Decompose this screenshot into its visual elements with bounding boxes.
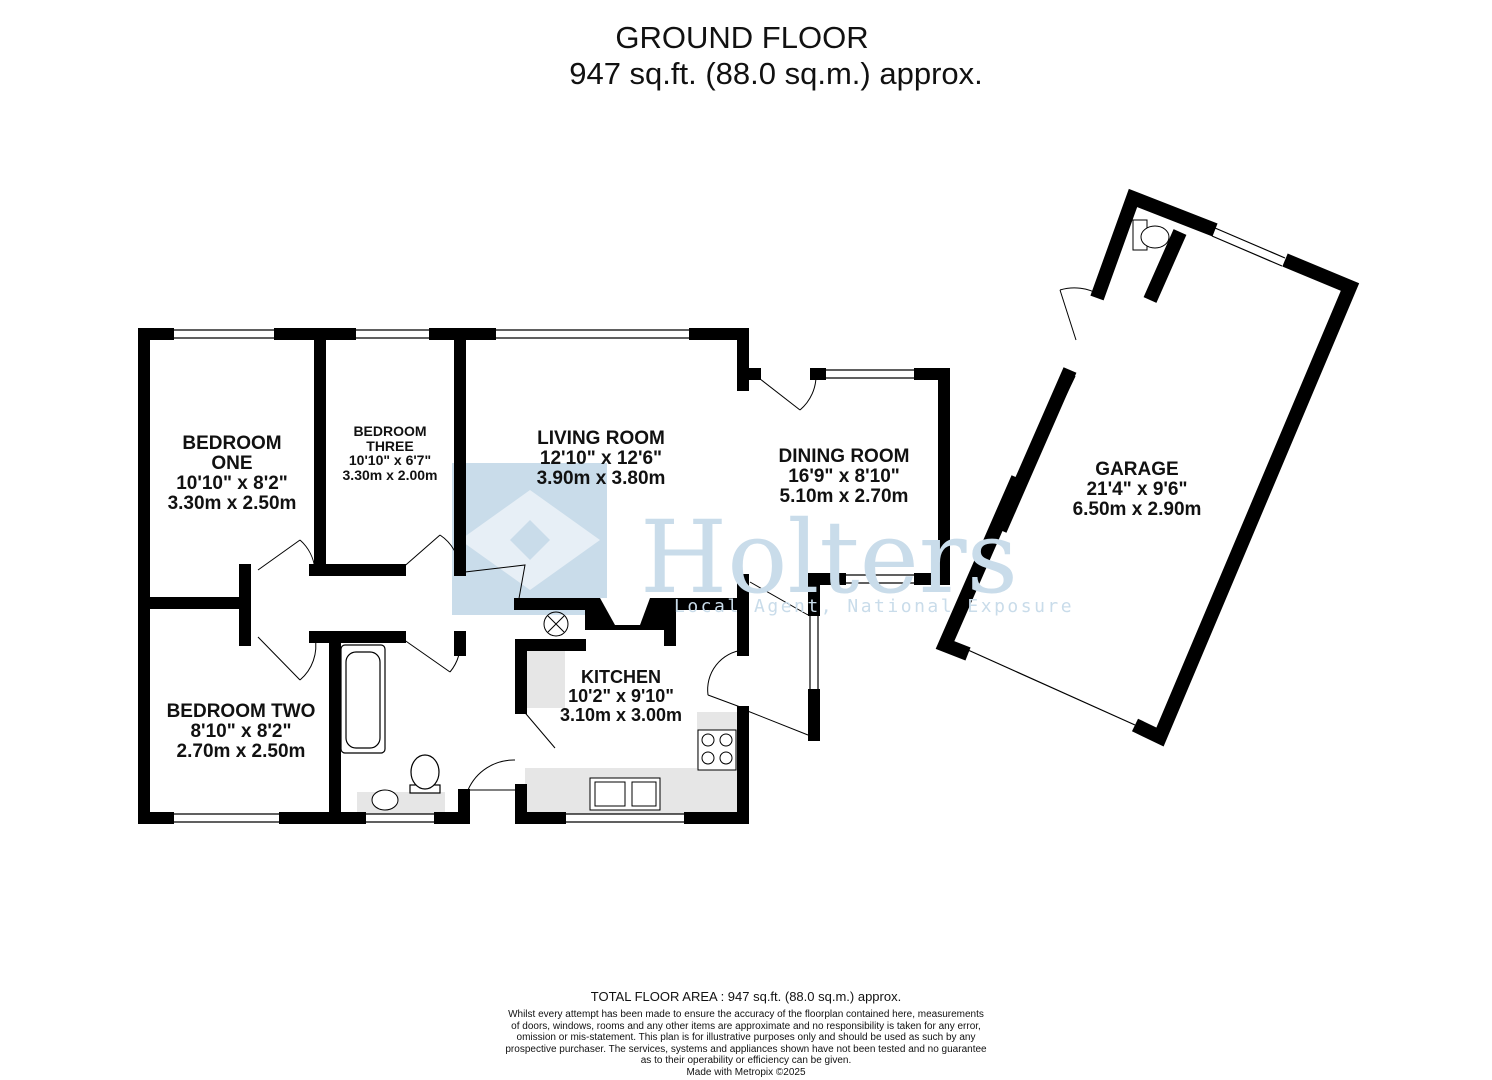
disclaimer-line: as to their operability or efficiency ca…: [640, 1055, 852, 1067]
disclaimer-line: prospective purchaser. The services, sys…: [505, 1043, 987, 1055]
hob-icon: [697, 729, 737, 771]
garage-door: [1059, 287, 1101, 341]
floor-area: 947 sq.ft. (88.0 sq.m.) approx.: [569, 56, 983, 91]
credit: Made with Metropix ©2025: [686, 1066, 806, 1078]
doors: [257, 373, 817, 791]
floor-title: GROUND FLOOR: [615, 20, 869, 55]
toilet-icon: [409, 754, 441, 794]
watermark-brand: Holters: [640, 499, 1018, 616]
walls: [138, 328, 950, 824]
watermark-tagline: Local Agent, National Exposure: [674, 596, 1074, 617]
disclaimer: Whilst every attempt has been made to en…: [0, 1009, 1492, 1079]
garage-walls: [935, 188, 1360, 747]
total-floor-area: TOTAL FLOOR AREA : 947 sq.ft. (88.0 sq.m…: [590, 989, 902, 1004]
disclaimer-line: of doors, windows, rooms and any other i…: [511, 1020, 981, 1032]
basin-icon: [371, 789, 399, 811]
disclaimer-line: Whilst every attempt has been made to en…: [508, 1009, 984, 1020]
watermark-logo: [452, 463, 607, 615]
windows: [168, 329, 920, 823]
boiler-icon: [543, 611, 569, 637]
disclaimer-line: omission or mis-statement. This plan is …: [516, 1032, 976, 1044]
bath-icon: [340, 644, 386, 754]
garage-windows: [967, 227, 1286, 726]
garage-toilet-icon: [1132, 219, 1170, 251]
sink-icon: [589, 777, 661, 811]
